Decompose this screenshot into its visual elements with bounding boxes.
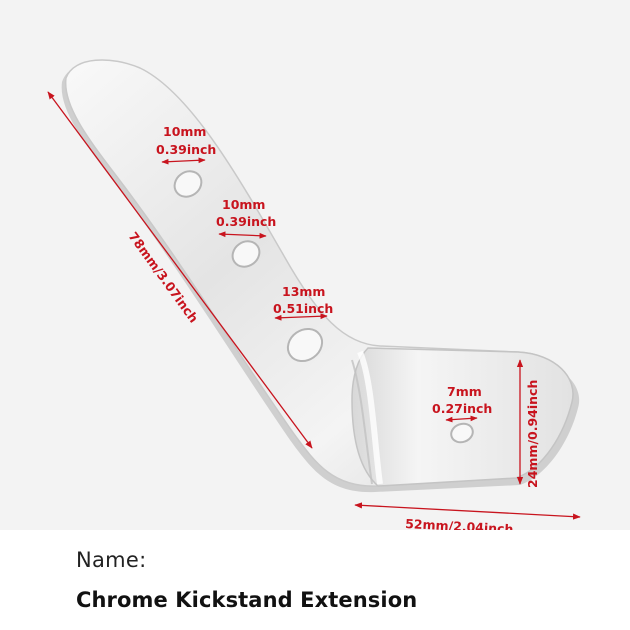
hole4-arrow [445,415,478,423]
hole1-inch-label: 0.39inch [156,142,216,157]
name-label: Name: [76,548,147,572]
hole1-arrow [161,157,206,165]
hole3-inch-label: 0.51inch [273,301,333,316]
hole3-arrow [274,313,328,321]
hole2-mm-label: 10mm [222,197,265,212]
hole4-mm-label: 7mm [447,384,482,399]
bend-highlight [357,350,383,485]
hole-4 [450,422,474,444]
hole1-mm-label: 10mm [163,124,206,139]
caption-area [0,530,630,630]
bend-shade [351,359,373,485]
length-dimension-line [47,91,313,449]
hole4-inch-label: 0.27inch [432,401,492,416]
height-label: 24mm/0.94inch [525,380,540,488]
width-dimension-line [354,502,581,520]
hole2-inch-label: 0.39inch [216,214,276,229]
product-name: Chrome Kickstand Extension [76,588,418,612]
hole2-arrow [218,231,267,239]
hole3-mm-label: 13mm [282,284,325,299]
